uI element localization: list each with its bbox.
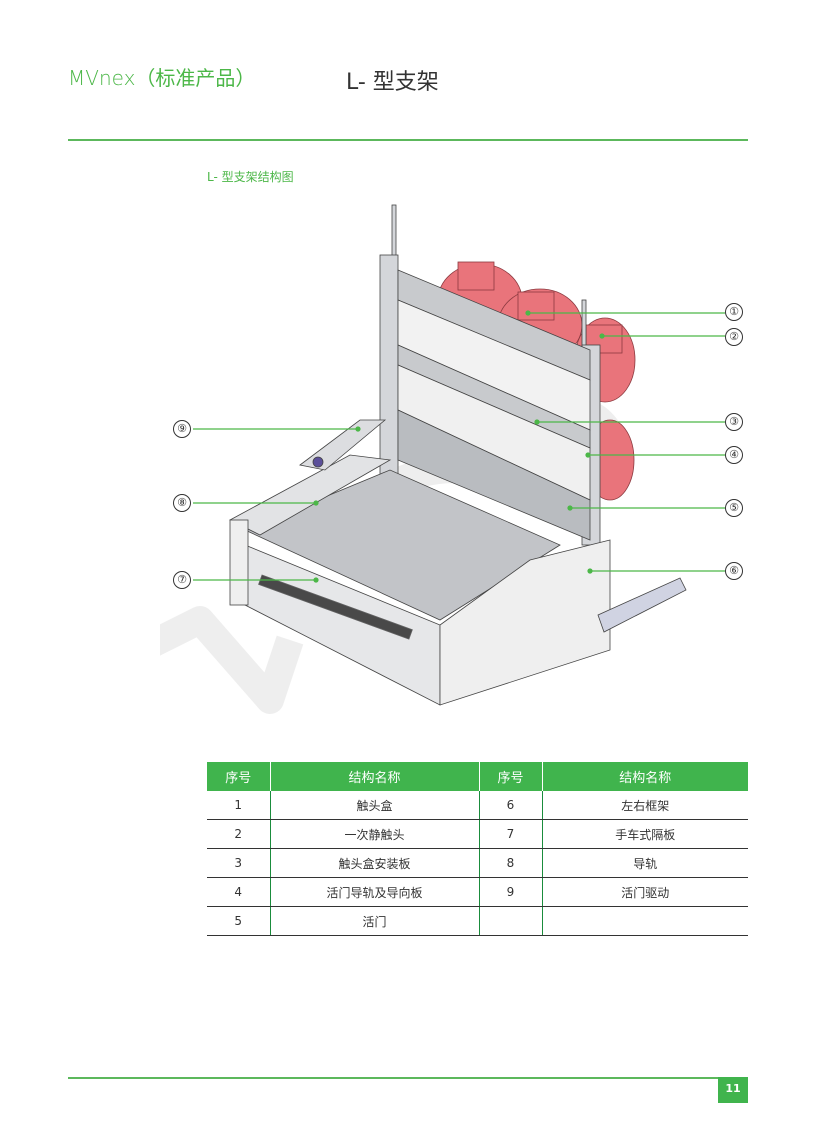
parts-table: 序号 结构名称 序号 结构名称 1 触头盒 6 左右框架 2 一次静触头 7 手… (207, 762, 748, 936)
cell-name: 手车式隔板 (542, 819, 748, 849)
callout-4: ④ (725, 446, 743, 464)
table-row: 2 一次静触头 7 手车式隔板 (207, 819, 748, 849)
side-frames (229, 454, 687, 706)
header-index: 序号 (207, 762, 271, 791)
header-divider (68, 139, 748, 141)
cell-name: 一次静触头 (270, 819, 480, 849)
header-index: 序号 (479, 762, 543, 791)
table-row: 3 触头盒安装板 8 导轨 (207, 848, 748, 878)
callout-8: ⑧ (173, 494, 191, 512)
page-number: 11 (718, 1077, 748, 1103)
cell-index: 5 (207, 906, 271, 936)
callout-2: ② (725, 328, 743, 346)
page-title: L- 型支架 (346, 70, 439, 95)
cell-index: 4 (207, 877, 271, 907)
callout-3: ③ (725, 413, 743, 431)
cell-name: 左右框架 (542, 791, 748, 820)
footer-divider (68, 1077, 718, 1079)
figure-caption: L- 型支架结构图 (207, 170, 294, 184)
cell-index: 1 (207, 791, 271, 820)
header-name: 结构名称 (270, 762, 480, 791)
cell-name: 触头盒 (270, 791, 480, 820)
cell-index: 3 (207, 848, 271, 878)
callout-7: ⑦ (173, 571, 191, 589)
callout-6: ⑥ (725, 562, 743, 580)
cell-index: 6 (479, 791, 543, 820)
callout-5: ⑤ (725, 499, 743, 517)
cell-name (542, 906, 748, 936)
cell-name: 活门导轨及导向板 (270, 877, 480, 907)
cell-index: 9 (479, 877, 543, 907)
shutter-drive (299, 419, 387, 471)
header-name: 结构名称 (542, 762, 748, 791)
callout-9: ⑨ (173, 420, 191, 438)
cell-index: 2 (207, 819, 271, 849)
cell-name: 触头盒安装板 (270, 848, 480, 878)
table-row: 1 触头盒 6 左右框架 (207, 791, 748, 820)
callout-1: ① (725, 303, 743, 321)
table-row: 5 活门 (207, 906, 748, 936)
cell-index: 7 (479, 819, 543, 849)
floor-partition (244, 469, 561, 706)
cell-index (479, 906, 543, 936)
table-row: 4 活门导轨及导向板 9 活门驱动 (207, 877, 748, 907)
brand-title: MVnex（标准产品） (68, 66, 256, 90)
cell-name: 导轨 (542, 848, 748, 878)
callout-lines (193, 310, 725, 583)
cell-index: 8 (479, 848, 543, 878)
l-bracket-diagram (160, 204, 725, 714)
cell-name: 活门驱动 (542, 877, 748, 907)
table-header-row: 序号 结构名称 序号 结构名称 (207, 762, 748, 791)
cell-name: 活门 (270, 906, 480, 936)
